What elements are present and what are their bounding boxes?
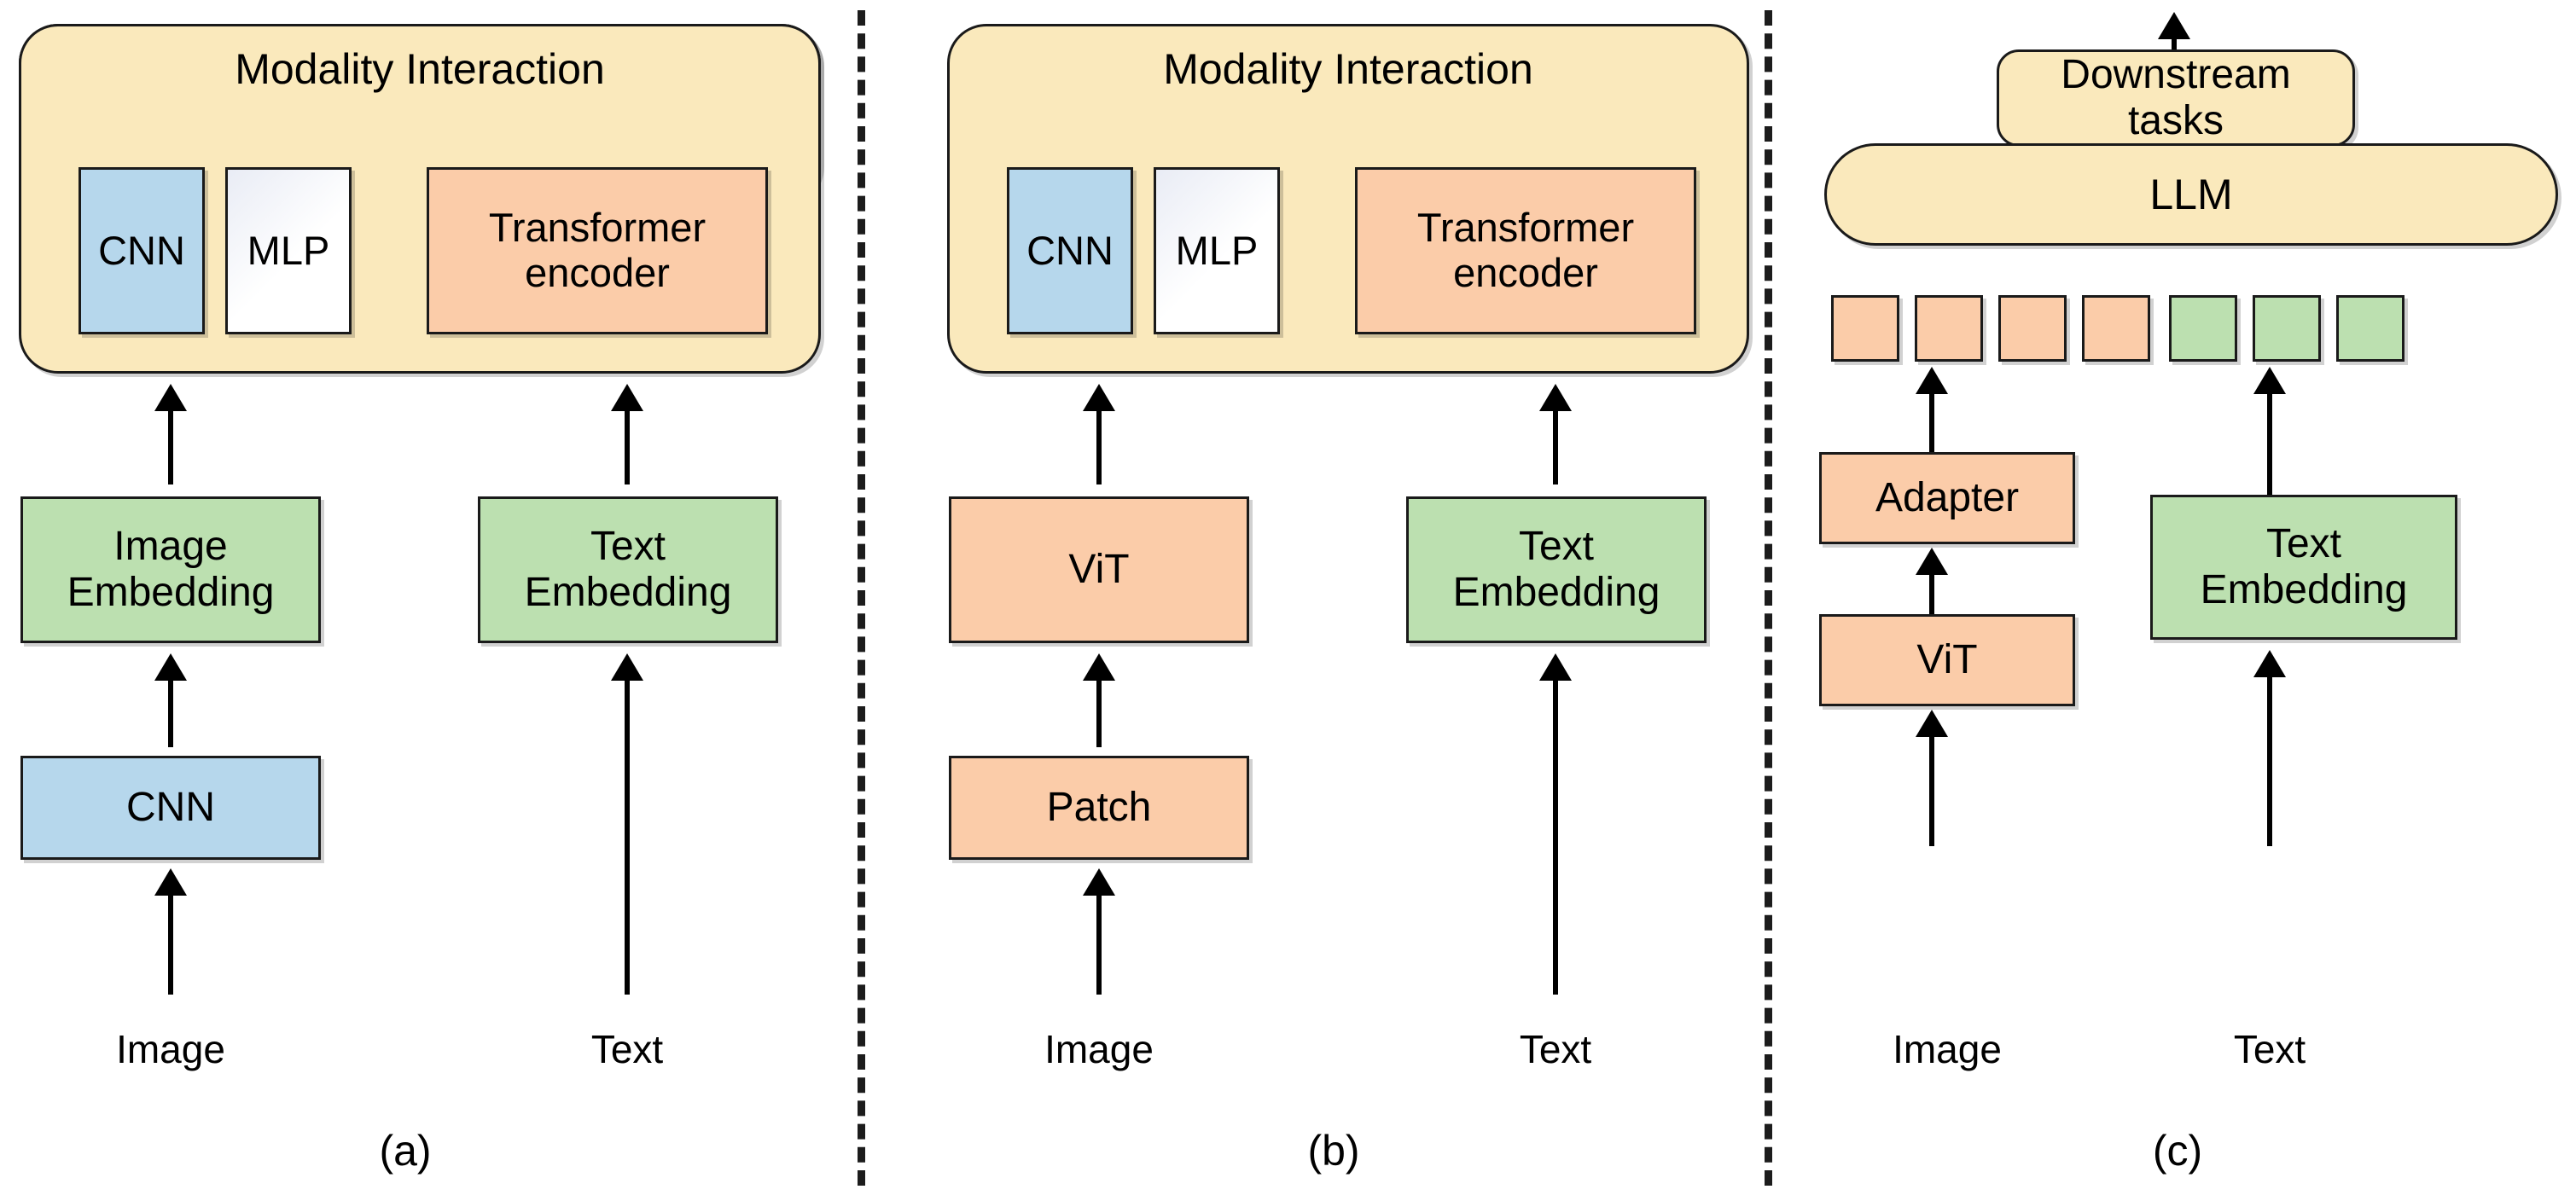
panel-b-module-mlp[interactable]: MLP	[1154, 167, 1280, 334]
panel-b-image-patch[interactable]: Patch	[949, 756, 1249, 860]
panel-a-arrow-text-to-text-embedding	[610, 653, 644, 995]
panel-a-image-embedding[interactable]: Image Embedding	[20, 496, 321, 643]
panel-c-input-text-label: Text	[2233, 1027, 2306, 1071]
panel-a-module-transformer-encoder[interactable]: Transformer encoder	[427, 167, 768, 334]
panel-a-arrow-image-embedding-to-interaction	[154, 384, 188, 484]
panel-divider-1	[858, 10, 865, 1186]
panel-b-image-encoder-vit[interactable]: ViT	[949, 496, 1249, 643]
panel-a-input-image-label: Image	[116, 1027, 225, 1071]
panel-b-arrow-patch-to-vit	[1082, 653, 1116, 747]
panel-c-input-image-label: Image	[1893, 1027, 2002, 1071]
panel-b-input-image-label: Image	[1044, 1027, 1154, 1071]
panel-c-text-embedding[interactable]: Text Embedding	[2150, 495, 2457, 640]
panel-c-arrow-vit-to-adapter	[1915, 548, 1949, 614]
panel-b-arrow-text-to-text-embedding	[1538, 653, 1573, 995]
panel-a-image-encoder-cnn[interactable]: CNN	[20, 756, 321, 860]
panel-a-arrow-text-embedding-to-interaction	[610, 384, 644, 484]
panel-c-token-1	[1831, 295, 1899, 362]
panel-b-module-transformer-encoder[interactable]: Transformer encoder	[1355, 167, 1696, 334]
panel-a-modality-interaction-heading: Modality Interaction	[235, 45, 605, 93]
panel-b-text-embedding[interactable]: Text Embedding	[1406, 496, 1707, 643]
panel-c-downstream-tasks[interactable]: Downstream tasks	[1997, 49, 2355, 147]
panel-c-adapter[interactable]: Adapter	[1819, 452, 2075, 544]
panel-c-caption: (c)	[2152, 1127, 2203, 1175]
panel-b-arrow-image-to-patch	[1082, 868, 1116, 995]
panel-b-arrow-text-embedding-to-interaction	[1538, 384, 1573, 484]
panel-b-input-text-label: Text	[1519, 1027, 1592, 1071]
panel-c-arrow-image-to-vit	[1915, 710, 1949, 846]
panel-b-modality-interaction-heading: Modality Interaction	[1163, 45, 1533, 93]
panel-c-token-2	[1915, 295, 1983, 362]
panel-c-token-7	[2336, 295, 2404, 362]
panel-a-input-text-label: Text	[590, 1027, 664, 1071]
panel-c-arrow-adapter-to-tokens	[1915, 367, 1949, 452]
panel-c-token-3	[1998, 295, 2067, 362]
panel-a-text-embedding[interactable]: Text Embedding	[478, 496, 778, 643]
panel-c-image-encoder-vit[interactable]: ViT	[1819, 614, 2075, 706]
panel-c-llm[interactable]: LLM	[1824, 143, 2558, 246]
panel-c-arrow-text-embedding-to-tokens	[2253, 367, 2287, 495]
panel-c-arrow-text-to-text-embedding	[2253, 650, 2287, 846]
panel-b-module-cnn[interactable]: CNN	[1007, 167, 1133, 334]
panel-a-module-cnn[interactable]: CNN	[79, 167, 205, 334]
panel-a-module-mlp[interactable]: MLP	[225, 167, 352, 334]
panel-c-token-4	[2082, 295, 2150, 362]
panel-a-caption: (a)	[379, 1127, 432, 1175]
panel-c-token-6	[2253, 295, 2321, 362]
panel-a-arrow-image-to-cnn	[154, 868, 188, 995]
panel-b-caption: (b)	[1307, 1127, 1360, 1175]
panel-divider-2	[1765, 10, 1772, 1186]
panel-b-arrow-vit-to-interaction	[1082, 384, 1116, 484]
panel-a-arrow-cnn-to-image-embedding	[154, 653, 188, 747]
panel-c-token-5	[2169, 295, 2237, 362]
